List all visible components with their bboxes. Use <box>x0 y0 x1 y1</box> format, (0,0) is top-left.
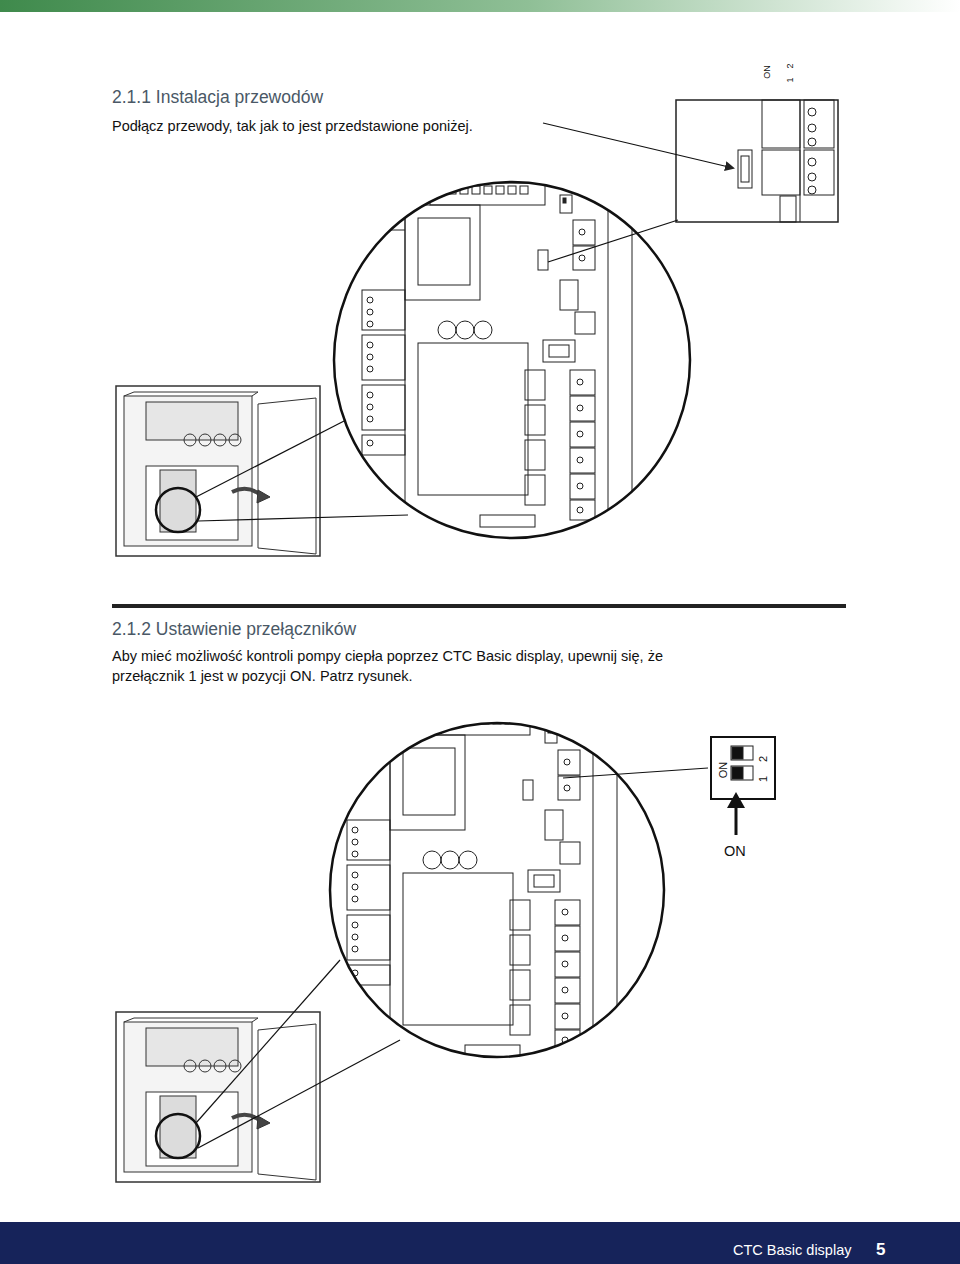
magnifier-circle <box>330 723 664 1057</box>
illustration-part <box>676 100 838 222</box>
illustration-part <box>731 766 753 780</box>
leader-line <box>198 1040 400 1148</box>
illustration-part <box>732 747 743 759</box>
illustration-part <box>780 196 796 222</box>
node-text: 2 <box>786 63 796 68</box>
footer-band: CTC Basic display 5 <box>0 1222 960 1264</box>
leader-line <box>196 960 340 1123</box>
illustration-part <box>800 100 801 222</box>
illustration-part <box>741 156 749 182</box>
section-heading: 2.1.1 Instalacja przewodów <box>112 87 323 107</box>
dip-switch <box>731 746 753 780</box>
illustration-part <box>762 100 800 148</box>
on-arrow-head <box>727 792 745 808</box>
illustration-part <box>808 173 816 181</box>
section-heading: 2.1.2 Ustawienie przełączników <box>112 619 356 639</box>
node-text: ON <box>717 762 729 779</box>
illustration-part <box>762 150 800 195</box>
pointer-arrow <box>543 123 733 168</box>
board-magnified <box>300 175 720 545</box>
node-text: 1 <box>786 77 796 82</box>
on-arrow-shaft <box>735 806 738 835</box>
node-text: CTC Basic display <box>733 1243 851 1259</box>
illustration-part <box>732 767 743 779</box>
on-label: ON <box>724 841 746 861</box>
section-rule <box>112 604 846 608</box>
connector-inset <box>676 100 838 222</box>
leader-line <box>548 220 678 262</box>
leader-line <box>196 420 346 497</box>
detail-circle <box>156 1114 200 1158</box>
illustration-part <box>808 138 816 146</box>
node-text: 2 <box>757 756 769 762</box>
heat-pump-unit <box>116 1012 320 1182</box>
illustration-part <box>808 108 816 116</box>
body-text: Aby mieć możliwość kontroli pompy ciepła… <box>112 646 712 686</box>
switch-inset: ON 1 2 <box>710 736 776 800</box>
leader-line <box>563 768 708 778</box>
detail-circle <box>156 488 200 532</box>
node-text: 5 <box>876 1241 885 1260</box>
top-bar <box>0 0 960 12</box>
heat-pump-unit <box>116 386 320 556</box>
illustration-part <box>804 150 834 195</box>
illustration-part <box>738 150 752 188</box>
body-text: Podłącz przewody, tak jak to jest przeds… <box>112 116 473 136</box>
illustration-part <box>731 746 753 760</box>
magnifier-circle <box>334 182 690 538</box>
illustration-part <box>808 158 816 166</box>
illustration-part <box>285 705 705 1075</box>
illustration-part <box>804 100 834 148</box>
connector-inset: ON 1 2 <box>676 52 838 100</box>
board-magnified <box>285 705 705 1075</box>
node-text: 1 <box>757 776 769 782</box>
leader-line <box>198 515 408 521</box>
node-text: ON <box>763 65 773 79</box>
illustration-part <box>808 186 816 194</box>
illustration-part <box>300 175 720 545</box>
illustration-part <box>808 124 816 132</box>
